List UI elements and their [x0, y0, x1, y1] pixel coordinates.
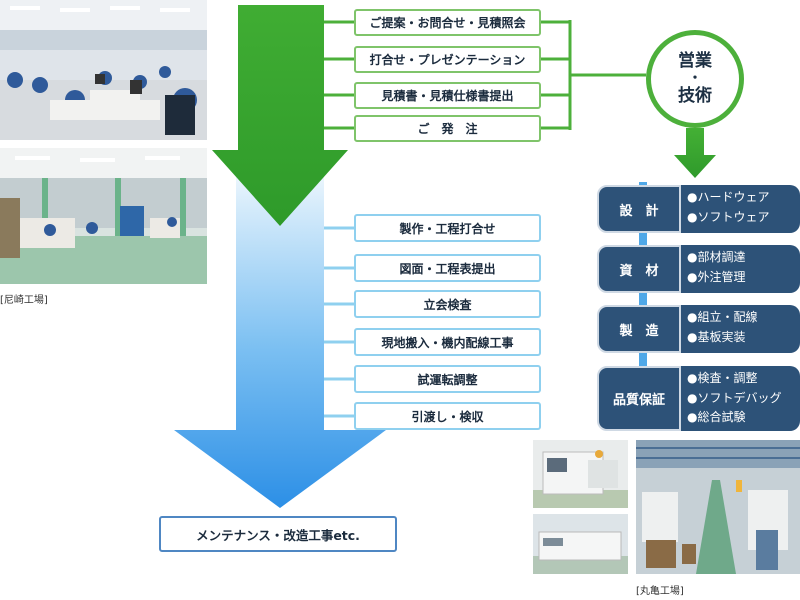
process-items-manufacturing: ●組立・配線 ●基板実装: [681, 305, 800, 353]
process-title-materials: 資 材: [597, 245, 681, 293]
process-title-quality: 品質保証: [597, 366, 681, 431]
hub-dot: ・: [688, 71, 702, 86]
production-step: 引渡し・検収: [354, 402, 541, 430]
process-title-design: 設 計: [597, 185, 681, 233]
machine-photo-2: [533, 514, 628, 574]
production-step: 試運転調整: [354, 365, 541, 393]
production-step: 図面・工程表提出: [354, 254, 541, 282]
process-item: ●組立・配線: [687, 310, 758, 324]
factory-photo-marugame: [636, 440, 800, 574]
process-items-materials: ●部材調達 ●外注管理: [681, 245, 800, 293]
maintenance-step: メンテナンス・改造工事etc.: [159, 516, 397, 552]
caption-marugame: [丸亀工場]: [636, 586, 684, 597]
production-step: 現地搬入・機内配線工事: [354, 328, 541, 356]
process-item: ●総合試験: [687, 410, 746, 424]
production-step: 立会検査: [354, 290, 541, 318]
production-connectors: [324, 226, 354, 418]
hub-line1: 営業: [678, 51, 712, 71]
process-item: ●検査・調整: [687, 371, 758, 385]
process-item: ●ハードウェア: [687, 190, 770, 204]
production-step: 製作・工程打合せ: [354, 214, 541, 242]
blue-flow-arrow: [174, 150, 386, 508]
green-flow-arrow: [212, 5, 348, 226]
process-item: ●外注管理: [687, 269, 746, 284]
process-item: ●基板実装: [687, 329, 746, 344]
process-item: ●ソフトデバッグ: [687, 390, 782, 405]
office-photo: [0, 0, 207, 140]
sales-step: 見積書・見積仕様書提出: [354, 82, 541, 109]
machine-photo-1: [533, 440, 628, 508]
hub-line2: 技術: [678, 86, 712, 106]
sales-connectors: [324, 20, 646, 130]
hub-down-arrow: [674, 128, 716, 178]
sales-step: 打合せ・プレゼンテーション: [354, 46, 541, 73]
process-items-design: ●ハードウェア ●ソフトウェア: [681, 185, 800, 233]
sales-step: ご 発 注: [354, 115, 541, 142]
factory-photo-amagasaki: [0, 148, 207, 284]
sales-tech-hub: 営業 ・ 技術: [646, 30, 744, 128]
process-items-quality: ●検査・調整 ●ソフトデバッグ ●総合試験: [681, 366, 800, 431]
process-item: ●部材調達: [687, 250, 746, 264]
sales-step: ご提案・お問合せ・見積照会: [354, 9, 541, 36]
caption-amagasaki: [尼崎工場]: [0, 295, 48, 306]
process-item: ●ソフトウェア: [687, 209, 770, 224]
process-title-manufacturing: 製 造: [597, 305, 681, 353]
